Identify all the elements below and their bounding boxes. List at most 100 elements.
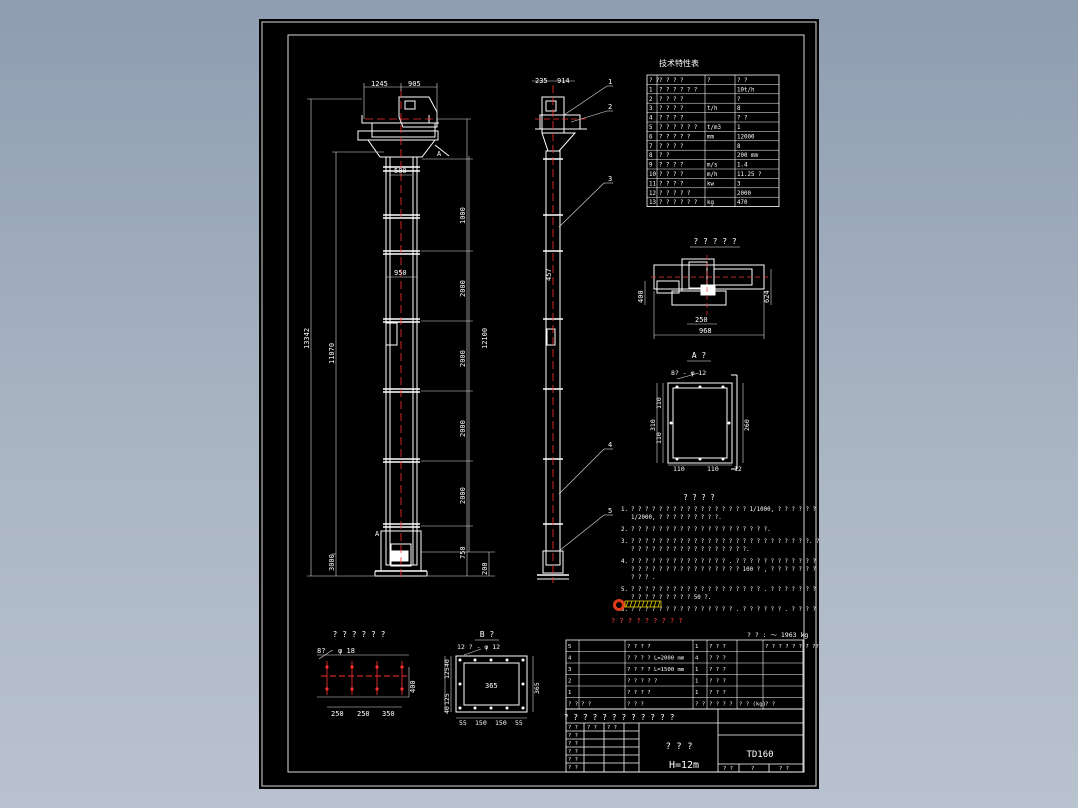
- base-view-title: ? ? ? ? ? ?: [333, 630, 386, 639]
- top-dim-624: 624: [763, 290, 771, 303]
- dim-seg-2: 2000: [459, 280, 467, 297]
- view-a-plate: [667, 374, 738, 470]
- inner-frame: [287, 34, 805, 773]
- tech-table-cell: 10: [649, 172, 656, 178]
- parts-list-cell: 2: [568, 679, 571, 685]
- dim-13342: 13342: [303, 328, 311, 349]
- tech-table-cell: ? ? ? ? ? ?: [659, 200, 697, 206]
- tech-table-cell: 200 mm: [737, 153, 758, 159]
- tech-table-cell: ? ? ? ?: [659, 144, 683, 150]
- base-dim-250b: 250: [357, 710, 370, 718]
- view-a-hole-spec: 8? - φ 12: [671, 369, 706, 377]
- bottom-label-3: ? ?: [779, 766, 789, 772]
- dim-1245: 1245: [371, 80, 388, 88]
- side-labels: 235 914 457 1 2 3 4 5: [535, 77, 612, 515]
- parts-list-cell: ? ? ? ? ? ? ? ??: [765, 644, 819, 650]
- tech-table-cell: ?: [737, 97, 741, 103]
- leader-2: 2: [608, 103, 612, 111]
- tech-table-cell: ? ?: [649, 78, 659, 84]
- view-b-dim-365-inner: 365: [485, 682, 498, 690]
- main-dimension-text: 1245 905 580 950 1000 2000 2000 2000 200…: [303, 80, 489, 575]
- parts-list-cell: ? ? (kg): [739, 702, 766, 708]
- tech-table-cell: 1: [737, 125, 741, 131]
- bottom-label-1: ? ?: [723, 766, 733, 772]
- parts-list-cell: ? ? ?: [709, 667, 726, 673]
- tech-table-cell: 1: [649, 87, 653, 93]
- tech-table-cell: 8: [737, 106, 741, 112]
- note-number: 3.: [621, 539, 628, 545]
- side-label-2: ? ?: [568, 733, 578, 739]
- top-dim-400: 400: [637, 290, 645, 303]
- view-b-dim-125b: 125: [443, 693, 451, 705]
- side-label-1: ? ?: [568, 725, 578, 731]
- view-b-hole-spec: 12 ? - φ 12: [457, 643, 500, 651]
- view-b-dim-125a: 125: [443, 667, 451, 679]
- note-line: ? ? ? .: [631, 575, 655, 581]
- note-line: 1/2000, ? ? ? ? ? ? ? ? ?.: [631, 515, 722, 521]
- tech-table-cell: ?: [707, 78, 711, 84]
- side-label-6: ? ?: [568, 765, 578, 771]
- tech-table-cell: 11.25 ?: [737, 172, 761, 178]
- base-view: 8? - φ 18 250 250 350 400: [317, 647, 417, 718]
- view-b-dim-365: 365: [533, 682, 541, 694]
- tech-table-cell: 8: [737, 144, 741, 150]
- tech-table-cell: 4: [649, 116, 653, 122]
- tech-table-cell: ? ?: [737, 78, 747, 84]
- top-view-dim-text: 400 624 250 968: [637, 290, 771, 335]
- parts-list: 5 ? ? ? ? 1 ? ? ? ? ? ? ? ? ? ? ?? 4 ? ? ? ? L…: [565, 639, 819, 710]
- parts-list-cell: 4: [695, 656, 699, 662]
- side-dim-235: 235: [535, 77, 548, 85]
- tech-table-cell: 8: [649, 153, 653, 159]
- parts-list-cell: 5: [568, 644, 571, 650]
- tech-table-cell: 3: [737, 181, 741, 187]
- tech-table-cell: m/s: [707, 163, 717, 169]
- dim-seg-5: 2000: [459, 487, 467, 504]
- main-front-view: [357, 96, 450, 577]
- parts-list-cell: 1: [695, 667, 698, 673]
- drawing-sheet: 1245 905 580 950 1000 2000 2000 2000 200…: [259, 19, 819, 789]
- tech-table-cell: 12000: [737, 134, 755, 140]
- bottom-label-2: ?: [751, 766, 754, 772]
- view-a-holes: [669, 385, 731, 461]
- tech-table-cell: 2: [649, 97, 653, 103]
- note-number: 5.: [621, 587, 628, 593]
- logo-text: ? ? ? ? ? ? ? ? ?: [611, 617, 683, 625]
- title-block: [565, 708, 804, 773]
- dim-11070: 11070: [328, 343, 336, 364]
- leader-3: 3: [608, 175, 612, 183]
- parts-list-cell: ? ? ? ?: [627, 690, 651, 696]
- leader-1: 1: [608, 78, 612, 86]
- side-view: [535, 96, 587, 580]
- drawing-canvas: 1245 905 580 950 1000 2000 2000 2000 200…: [261, 21, 819, 787]
- top-dim-968: 968: [699, 327, 712, 335]
- base-dim-350: 350: [382, 710, 395, 718]
- note-line: ? ? ? ? ? ? ? ? ? ? ? ? ? ? ? ? 100 ? , …: [631, 567, 819, 573]
- view-b-dim-150b: 150: [495, 719, 507, 727]
- tech-table-cell: 13: [649, 200, 656, 206]
- parts-list-cell: 3: [568, 667, 571, 673]
- dim-905: 905: [408, 80, 421, 88]
- view-a-dim-310: 310: [649, 419, 657, 431]
- outer-border: [261, 21, 817, 787]
- parts-list-cell: ? ?: [568, 702, 578, 708]
- note-line: ? ? ? ? ? ? ? ? ? ? ? ? ? ? ? . ? ? ? ? …: [631, 607, 819, 613]
- dim-200: 200: [481, 562, 489, 575]
- parts-list-cell: ? ? ? ? L=2000 mm: [627, 656, 685, 662]
- view-b-flange: [455, 655, 528, 713]
- tech-table-cell: ? ? ? ? ?: [659, 134, 690, 140]
- note-line: ? ? ? ? ? ? ? ? ? ? ? ? ? ? . ? ? ? ? ? …: [631, 559, 819, 565]
- tech-table-cell: ? ? ? ?: [659, 181, 683, 187]
- tech-table-cell: 12: [649, 191, 656, 197]
- tech-table-cell: ? ? ? ?: [659, 172, 683, 178]
- note-line: ? ? ? ? ? ? ? ? ? ? ? ? ? ? ? ? ? 1/1000…: [631, 507, 819, 513]
- parts-list-cell: ? ? ?: [709, 690, 726, 696]
- parts-list-cell: ? ? ? ? L=1500 mm: [627, 667, 685, 673]
- view-b-dim-150a: 150: [475, 719, 487, 727]
- parts-list-cell: ? ? ?: [627, 702, 644, 708]
- view-a-dim-260: 260: [743, 419, 751, 431]
- tech-table-cell: 7: [649, 144, 653, 150]
- note-number: 4.: [621, 559, 628, 565]
- parts-list-cell: ? ? ? ?: [627, 644, 651, 650]
- tech-characteristics-table: ? ?? ? ? ??? ?1? ? ? ? ? ?10t/h2? ? ? ??…: [646, 74, 780, 208]
- view-b-dim-55b: 55: [515, 719, 523, 727]
